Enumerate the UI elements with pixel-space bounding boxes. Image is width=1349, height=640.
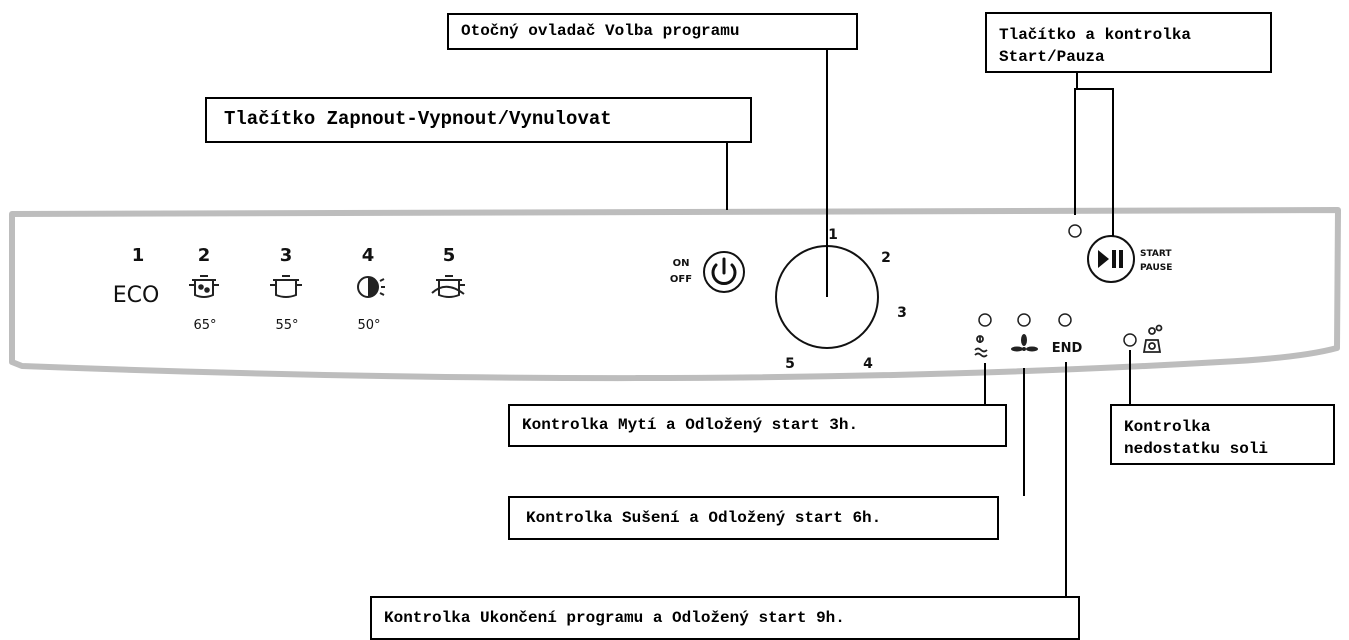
pot-icon: [270, 275, 302, 298]
program-5: 5: [431, 245, 465, 298]
power-icon: [711, 257, 737, 285]
pause-label: PAUSE: [1140, 263, 1172, 273]
program-4: 4 50°: [357, 245, 385, 333]
callout-dry-indicator-text: Kontrolka Sušení a Odložený start 6h.: [526, 509, 882, 527]
callout-salt-indicator: Kontrolka nedostatku soli: [1110, 404, 1335, 465]
callout-start-pause-line1: Tlačítko a kontrolka: [999, 26, 1192, 44]
callout-program-knob-text: Otočný ovladač Volba programu: [461, 22, 740, 40]
salt-icon: [1142, 324, 1163, 353]
start-label: START: [1140, 249, 1172, 259]
callout-power-button-text: Tlačítko Zapnout-Vypnout/Vynulovat: [224, 108, 612, 130]
program-label-eco: ECO: [113, 283, 160, 308]
play-pause-icon: [1098, 250, 1123, 268]
wash-icon: [974, 335, 988, 358]
dry-indicator-led: [1017, 313, 1031, 327]
leader-start-branch: [1074, 88, 1114, 236]
start-pause-button[interactable]: [1087, 235, 1135, 283]
off-label: OFF: [670, 274, 692, 285]
program-temp-4: 50°: [357, 318, 380, 333]
callout-salt-line1: Kontrolka: [1124, 418, 1211, 436]
program-temp-2: 65°: [193, 318, 216, 333]
program-number-2: 2: [198, 245, 211, 266]
callout-dry-indicator: Kontrolka Sušení a Odložený start 6h.: [508, 496, 999, 540]
program-number-3: 3: [280, 245, 293, 266]
dial-number-1: 1: [828, 227, 838, 243]
leader-lines: [726, 50, 1131, 596]
callout-salt-line2: nedostatku soli: [1124, 440, 1269, 458]
dial-number-4: 4: [863, 356, 873, 372]
end-indicator-led: [1058, 313, 1072, 327]
callout-start-pause-line2: Start/Pauza: [999, 48, 1105, 66]
fan-icon: [1011, 334, 1038, 352]
start-indicator-led: [1068, 224, 1082, 238]
callout-start-pause: Tlačítko a kontrolka Start/Pauza: [985, 12, 1272, 73]
panel-outline: [9, 207, 1341, 382]
callout-program-knob: Otočný ovladač Volba programu: [447, 13, 858, 50]
program-2: 2 65°: [189, 245, 219, 333]
program-number-1: 1: [132, 245, 145, 266]
wash-indicator-led: [978, 313, 992, 327]
callout-power-button: Tlačítko Zapnout-Vypnout/Vynulovat: [205, 97, 752, 143]
rinse-pot-icon: [431, 275, 465, 298]
on-label: ON: [673, 258, 690, 269]
dial-number-2: 2: [881, 250, 891, 266]
program-1: 1 ECO: [113, 245, 160, 308]
dial-number-5: 5: [785, 356, 795, 372]
callout-end-indicator: Kontrolka Ukončení programu a Odložený s…: [370, 596, 1080, 640]
half-load-icon: [357, 276, 385, 298]
callout-end-indicator-text: Kontrolka Ukončení programu a Odložený s…: [384, 609, 845, 627]
pot-with-food-icon: [189, 275, 219, 298]
program-3: 3 55°: [270, 245, 302, 333]
end-label: END: [1052, 341, 1083, 356]
power-button[interactable]: [703, 251, 745, 293]
program-temp-3: 55°: [275, 318, 298, 333]
dial-number-3: 3: [897, 305, 907, 321]
callout-wash-indicator-text: Kontrolka Mytí a Odložený start 3h.: [522, 416, 859, 434]
program-number-4: 4: [362, 245, 375, 266]
program-number-5: 5: [443, 245, 456, 266]
salt-indicator-led: [1123, 333, 1137, 347]
callout-wash-indicator: Kontrolka Mytí a Odložený start 3h.: [508, 404, 1007, 447]
